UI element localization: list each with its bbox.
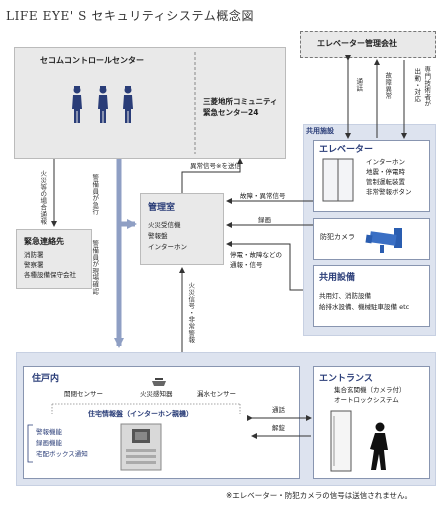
label-fault-abnormal: 故障異常 [383,72,392,100]
person-icon [370,422,388,470]
footnote: ※エレベーター・防犯カメラの信号は送信されません。 [226,491,413,500]
elevator-company-box [300,31,436,58]
sensor-label: 開閉センサー [64,390,103,398]
emergency-item: 消防署 [24,251,44,259]
kanri-item: 警報盤 [148,232,168,240]
label-outage-2: 通報・信号 [230,261,263,269]
feature-item: 警報機能 [36,428,62,436]
label-outage: 停電・故障などの [230,251,282,259]
mitsubishi-label-2: 緊急センター24 [203,108,259,117]
label-guard-dispatch: 警備員が急行 [90,174,99,215]
emergency-item: 各種設備保守会社 [24,271,76,279]
entrance-title: エントランス [319,374,373,384]
panel-title: 住宅情報盤（インターホン親機） [88,410,193,418]
kanri-room-box [140,193,224,265]
kanri-title: 管理室 [148,203,176,213]
feature-item: 宅配ボックス通知 [36,450,88,458]
residence-title: 住戸内 [32,374,60,384]
mitsubishi-label-1: 三菱地所コミュニティ [203,97,278,106]
sensor-label: 漏水センサー [197,390,236,398]
label-dispatch-2: 出動・対応 [412,68,421,102]
emergency-item: 警察署 [24,261,44,269]
feature-item: 録画機能 [36,439,62,447]
security-guard-icon [72,86,82,123]
label-abnormal-signal: 異常信号※を送信 [190,162,241,170]
label-recording: 録画 [258,216,271,224]
label-fire-contact: 火災等の場合通報 [38,170,47,225]
secom-control-center [14,47,286,159]
elevator-company-label: エレベーター管理会社 [317,39,397,48]
elevator-icon [322,158,354,202]
camera-label: 防犯カメラ [320,233,355,241]
label-fault-emergency: 故障・異常信号 [240,192,286,200]
common-equipment-title: 共用設備 [319,273,356,283]
emergency-contact-box [16,229,92,289]
secom-label: セコムコントロールセンター [40,56,144,65]
common-equipment-item: 給排水設備、機械駐車設備 etc [319,303,410,311]
elevator-title: エレベーター [319,145,374,155]
common-equipment-box [313,265,430,327]
elevator-item: 管制運転装置 [366,178,405,186]
label-unlock: 解錠 [272,424,285,432]
smoke-detector-icon [152,378,166,386]
label-guard-check: 警備員が現場確認 [90,240,99,295]
intercom-panel-icon [120,423,162,471]
label-fire-emergency: 火災信号・非常警報 [186,282,195,344]
label-dispatch-1: 専門技術者が [422,66,431,107]
entrance-door-icon [330,410,352,472]
label-call: 通話 [354,78,363,92]
page-title: LIFE EYE' S セキュリティシステム概念図 [6,9,255,23]
security-camera-icon [365,228,402,253]
emergency-title: 緊急連絡先 [24,237,64,246]
common-equipment-item: 共用灯、消防設備 [319,292,371,300]
kanri-item: インターホン [148,243,187,251]
guard-dispatch-arrow [116,159,137,229]
elevator-item: 非常警報ボタン [366,188,412,196]
common-facilities-label: 共用施設 [306,127,334,135]
elevator-item: インターホン [366,158,405,166]
entrance-item: オートロックシステム [334,396,399,404]
label-call2: 通話 [272,406,285,414]
entrance-item: 集合玄関機（カメラ付） [334,386,406,394]
kanri-item: 火災受信機 [148,221,181,229]
sensor-label: 火災感知器 [140,390,173,398]
elevator-item: 地震・停電時 [366,168,405,176]
security-guard-icon [123,86,133,123]
security-guard-icon [98,86,108,123]
